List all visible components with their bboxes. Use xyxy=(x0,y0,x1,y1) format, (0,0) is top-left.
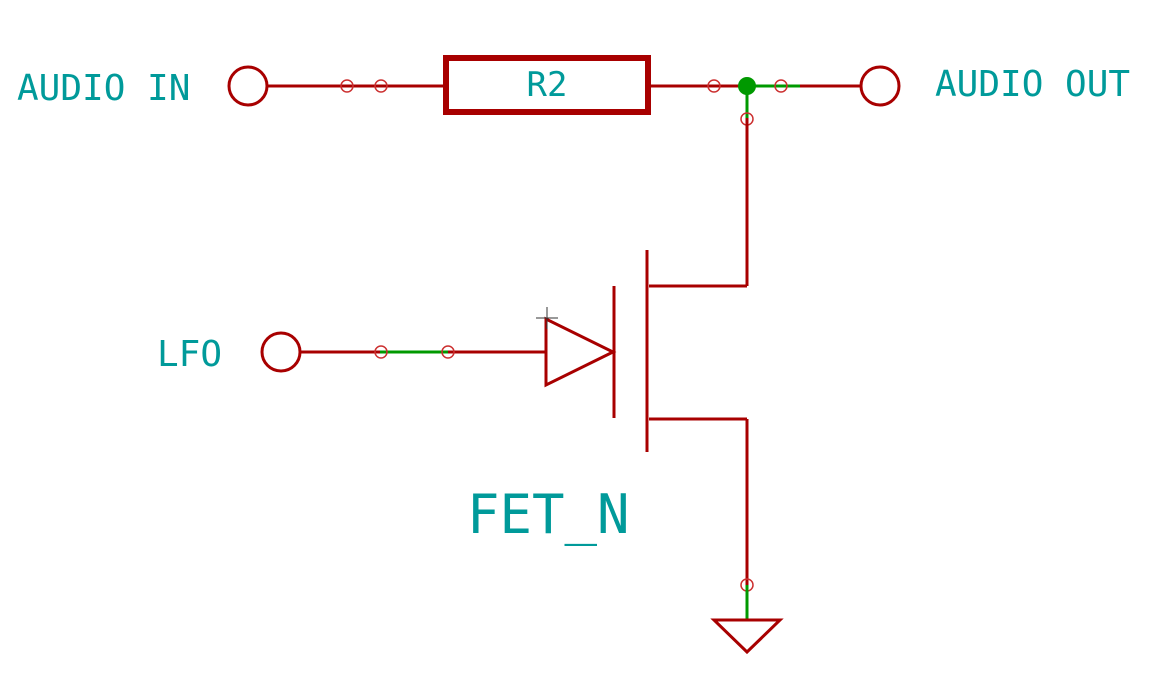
pin-end-marker xyxy=(774,79,788,93)
lfo-label: LFO xyxy=(157,334,222,375)
pin-end-marker xyxy=(374,345,388,359)
audio-out-port[interactable] xyxy=(859,65,901,107)
cursor-crosshair-icon xyxy=(536,307,558,329)
audio-in-label: AUDIO IN xyxy=(17,68,190,109)
ground-symbol-icon[interactable] xyxy=(710,618,784,655)
fet-value-label: FET_N xyxy=(467,483,630,546)
pin-end-marker xyxy=(340,79,354,93)
audio-out-label: AUDIO OUT xyxy=(935,64,1130,105)
pin-end-marker xyxy=(707,79,721,93)
pin-end-marker xyxy=(374,79,388,93)
pin-end-marker xyxy=(441,345,455,359)
resistor-ref-label: R2 xyxy=(527,65,568,105)
